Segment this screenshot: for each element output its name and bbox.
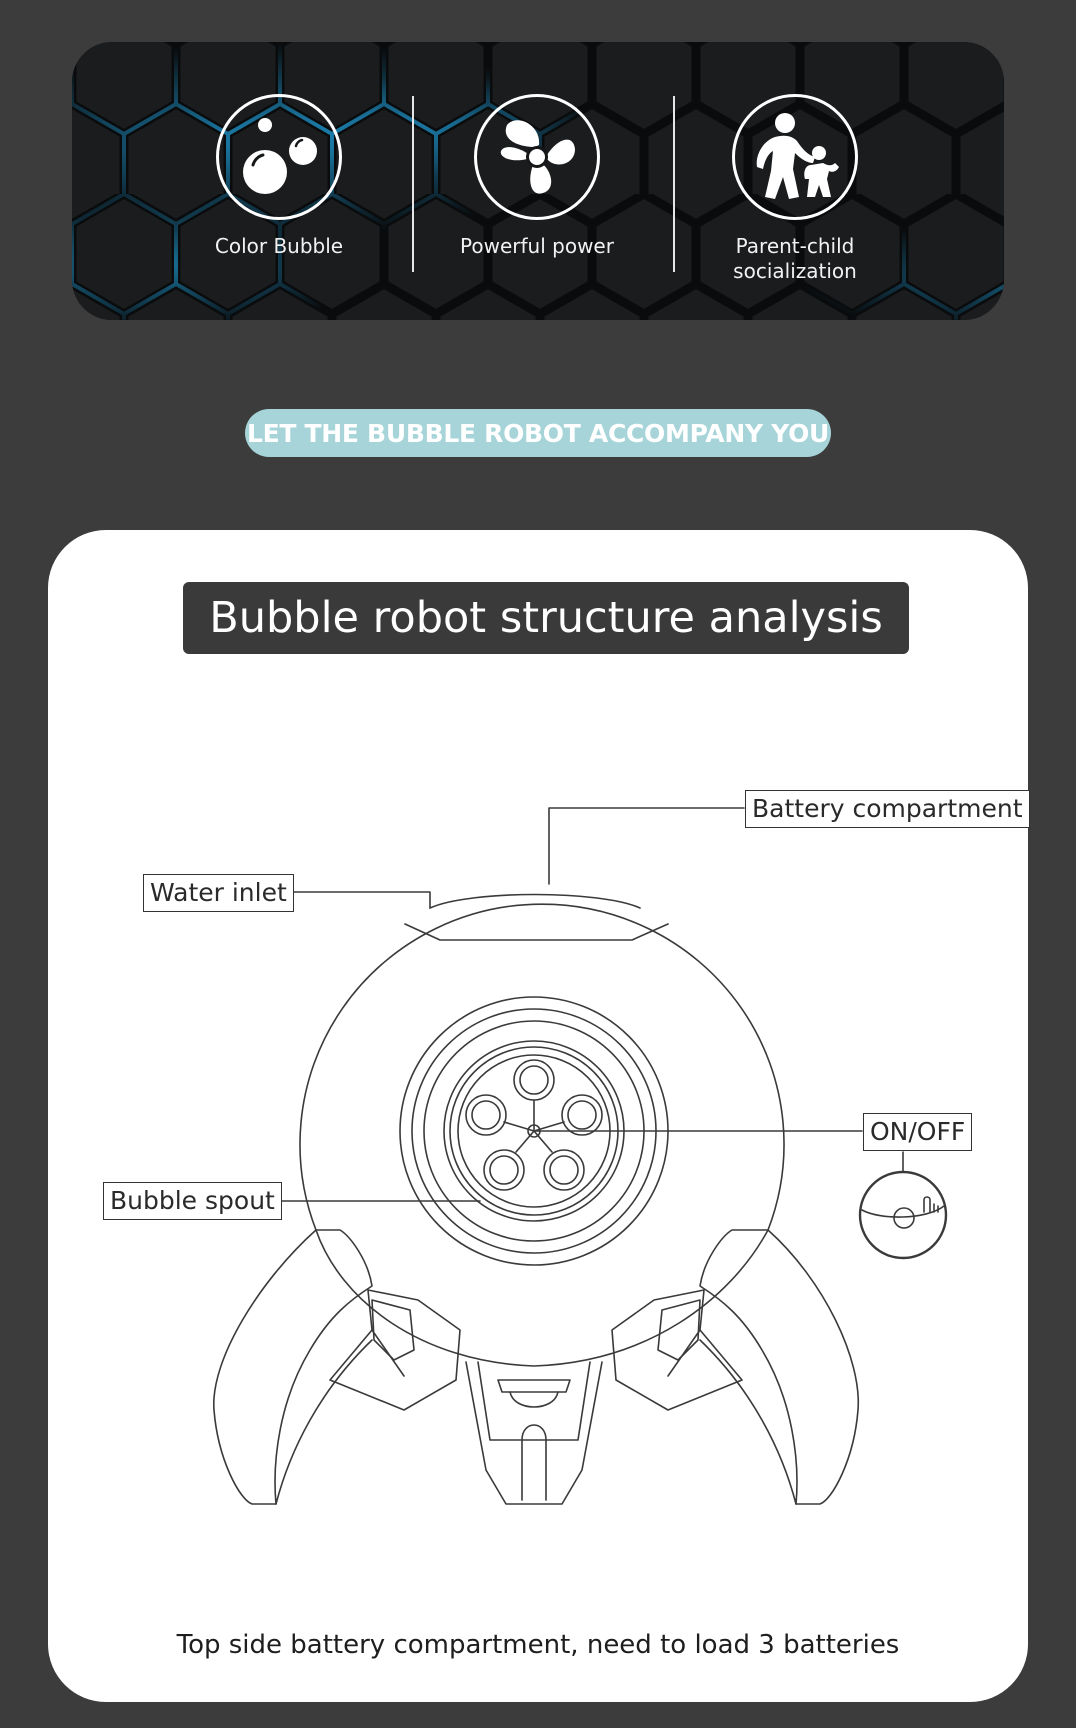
- battery-footnote: Top side battery compartment, need to lo…: [176, 1630, 900, 1660]
- battery-leader-line: [548, 807, 745, 885]
- left-joint: [329, 1289, 461, 1411]
- bubbles-icon: [216, 94, 342, 220]
- feature-color-bubble: Color Bubble: [159, 94, 399, 294]
- right-arm: [699, 1229, 860, 1505]
- feature-divider: [412, 96, 414, 272]
- callout-battery-compartment: Battery compartment: [745, 790, 1030, 828]
- fan-icon: [474, 94, 600, 220]
- feature-label-line: Parent-child: [735, 234, 855, 258]
- callout-bubble-spout: Bubble spout: [103, 1182, 282, 1220]
- robot-body: [299, 903, 785, 1231]
- tagline-pill: LET THE BUBBLE ROBOT ACCOMPANY YOU: [245, 409, 831, 457]
- robot-top-cap: [404, 923, 669, 941]
- feature-powerful-power: Powerful power: [417, 94, 657, 294]
- water-inlet-leader-line: [287, 891, 431, 909]
- callout-water-inlet: Water inlet: [143, 874, 294, 912]
- switch-diagram: [858, 1170, 948, 1260]
- callout-on-off: ON/OFF: [863, 1113, 973, 1151]
- feature-banner: Color Bubble Powerful power: [72, 42, 1004, 320]
- panel-title: Bubble robot structure analysis: [183, 582, 909, 654]
- right-joint: [611, 1289, 743, 1411]
- bottom-thruster: [465, 1361, 603, 1505]
- feature-parent-child: Parent-child socialization: [675, 94, 915, 294]
- feature-label-line: socialization: [733, 259, 857, 283]
- feature-label: Powerful power: [460, 234, 614, 258]
- left-arm: [213, 1229, 373, 1505]
- face-ring: [399, 996, 669, 1266]
- feature-label: Color Bubble: [214, 234, 344, 258]
- feature-divider: [673, 96, 675, 272]
- parent-child-icon: [732, 94, 858, 220]
- feature-label: Parent-child socialization: [675, 234, 915, 284]
